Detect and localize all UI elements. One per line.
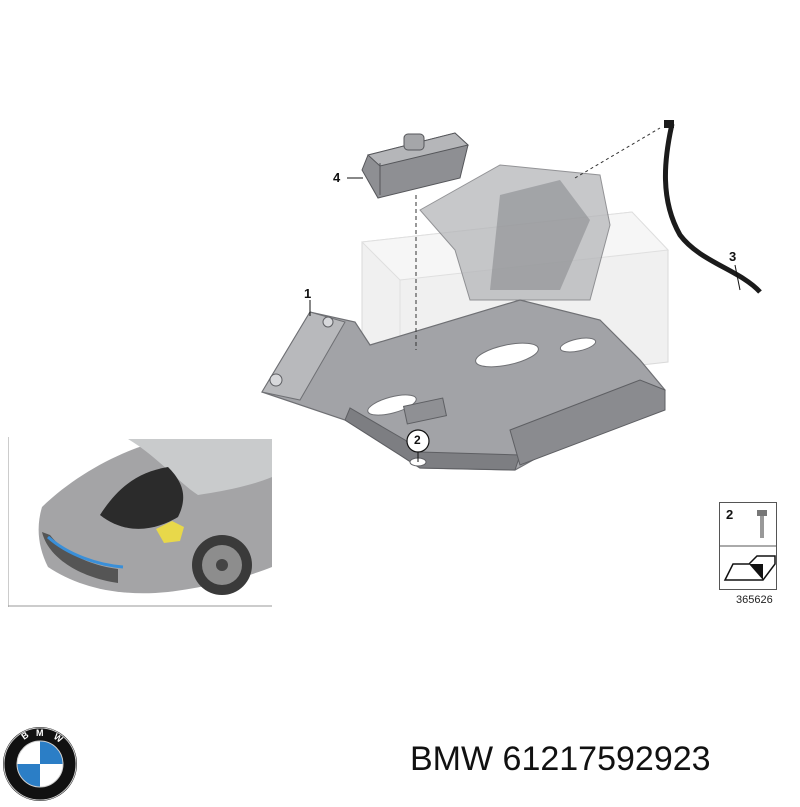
battery-tray-bracket xyxy=(261,164,666,471)
fastener-legend: 2 xyxy=(719,502,777,590)
svg-text:B: B xyxy=(19,729,30,741)
catalog-number: 365626 xyxy=(736,594,773,606)
callout-2: 2 xyxy=(414,433,421,447)
leader-lines xyxy=(309,177,741,462)
callout-1: 1 xyxy=(304,286,312,301)
bmw-roundel-icon: B M W xyxy=(2,726,78,802)
screw-icon xyxy=(757,510,767,538)
part-number: 61217592923 xyxy=(502,740,711,778)
vehicle-location-inset xyxy=(7,437,272,607)
part-number-label: BMW 61217592923 xyxy=(410,740,711,779)
callout-circle-2 xyxy=(406,429,430,453)
cover-block-part-4 xyxy=(361,132,470,199)
highlighted-part xyxy=(156,521,184,543)
callout-3: 3 xyxy=(729,249,737,264)
callout-4: 4 xyxy=(333,170,341,185)
arrow-icon xyxy=(723,555,776,581)
brand-name: BMW xyxy=(410,740,494,778)
legend-number: 2 xyxy=(726,507,734,522)
svg-text:M: M xyxy=(36,728,44,738)
